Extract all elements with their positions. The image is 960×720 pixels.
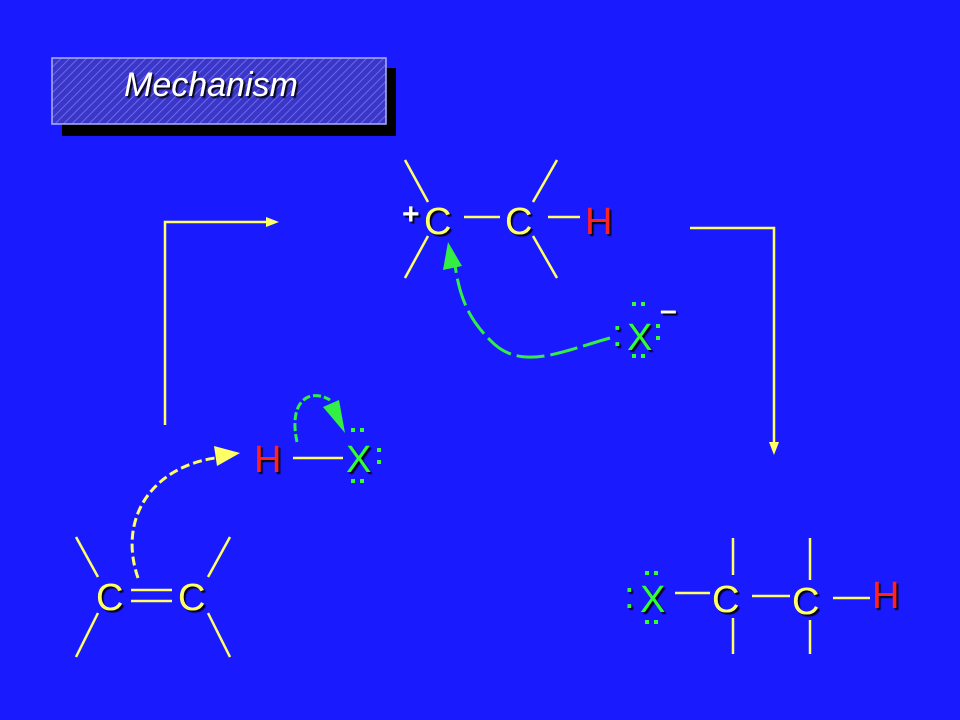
carbocation-carbon-2: C <box>505 201 532 243</box>
step-arrow-2 <box>690 226 776 442</box>
step-arrow-1 <box>163 220 268 425</box>
alkene-bonds <box>74 536 232 658</box>
carbocation-charge: + <box>402 198 420 231</box>
alkene-carbon-1: C <box>96 577 123 619</box>
alkene: C C <box>74 536 232 658</box>
reagent-lone-pairs <box>351 428 381 483</box>
product-carbon-2: C <box>792 581 819 623</box>
product-halogen: X <box>640 579 665 621</box>
page-title: Mechanism <box>124 66 298 104</box>
product-lone-pair-left: : <box>624 575 635 617</box>
step-arrow-1-head <box>266 217 279 227</box>
product-carbon-1: C <box>712 579 739 621</box>
alkene-carbon-2: C <box>178 577 205 619</box>
halide-x: X <box>627 317 652 359</box>
bond-cleavage-arrow <box>293 394 345 443</box>
halide-lone-pairs <box>632 302 660 358</box>
halide-charge: – <box>660 294 677 327</box>
product-hydrogen: H <box>872 575 899 617</box>
hx-reagent: H X <box>254 428 381 483</box>
product: X : C C H <box>624 538 899 654</box>
reagent-hydrogen: H <box>254 439 281 481</box>
halide-ion: X – : <box>612 294 677 359</box>
pi-bond-attack-arrow <box>130 446 240 579</box>
carbocation-hydrogen: H <box>585 201 612 243</box>
carbocation: + C C H <box>402 159 612 279</box>
product-bonds <box>675 538 870 654</box>
halide-lone-pair-left: : <box>612 313 623 355</box>
product-lone-pairs <box>645 571 658 624</box>
reagent-halogen: X <box>346 439 371 481</box>
nucleophilic-attack-arrow <box>443 242 611 359</box>
carbocation-bonds <box>403 159 580 279</box>
step-arrow-2-head <box>769 442 779 455</box>
carbocation-carbon-1: C <box>424 201 451 243</box>
title-box: Mechanism <box>51 57 396 136</box>
